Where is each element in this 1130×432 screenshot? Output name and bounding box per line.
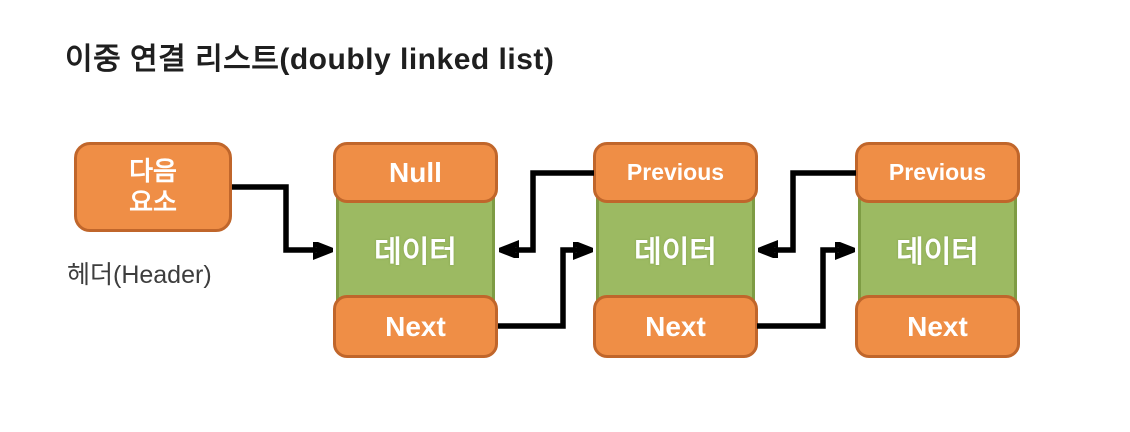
node-3-next-pointer-cell: Next	[855, 295, 1020, 358]
node-3-data-cell: 데이터	[896, 236, 979, 269]
arrow-node2-next-to-node3-data	[757, 250, 852, 329]
list-node-3: Previous 데이터 Next	[855, 142, 1020, 358]
diagram-title: 이중 연결 리스트(doubly linked list)	[65, 43, 555, 76]
list-node-2: Previous 데이터 Next	[593, 142, 758, 358]
node-2-prev-pointer-cell: Previous	[593, 142, 758, 203]
arrow-node2-previous-to-node1-data	[502, 170, 594, 250]
node-2-data-cell: 데이터	[634, 236, 717, 269]
header-node-label-line2: 요소	[129, 187, 177, 217]
arrow-node3-previous-to-node2-data	[761, 170, 856, 250]
header-node-label-line1: 다음	[129, 155, 177, 186]
node-2-next-pointer-cell: Next	[593, 295, 758, 358]
header-caption: 헤더(Header)	[67, 261, 212, 289]
node-1-prev-pointer-cell: Null	[333, 142, 498, 203]
header-node: 다음 요소	[74, 142, 232, 232]
node-1-data-cell: 데이터	[374, 236, 457, 269]
node-3-prev-pointer-cell: Previous	[855, 142, 1020, 203]
arrow-node1-next-to-node2-data	[498, 250, 590, 329]
arrow-header-to-node1-data	[232, 184, 330, 250]
node-1-next-pointer-cell: Next	[333, 295, 498, 358]
list-node-1: Null 데이터 Next	[333, 142, 498, 358]
